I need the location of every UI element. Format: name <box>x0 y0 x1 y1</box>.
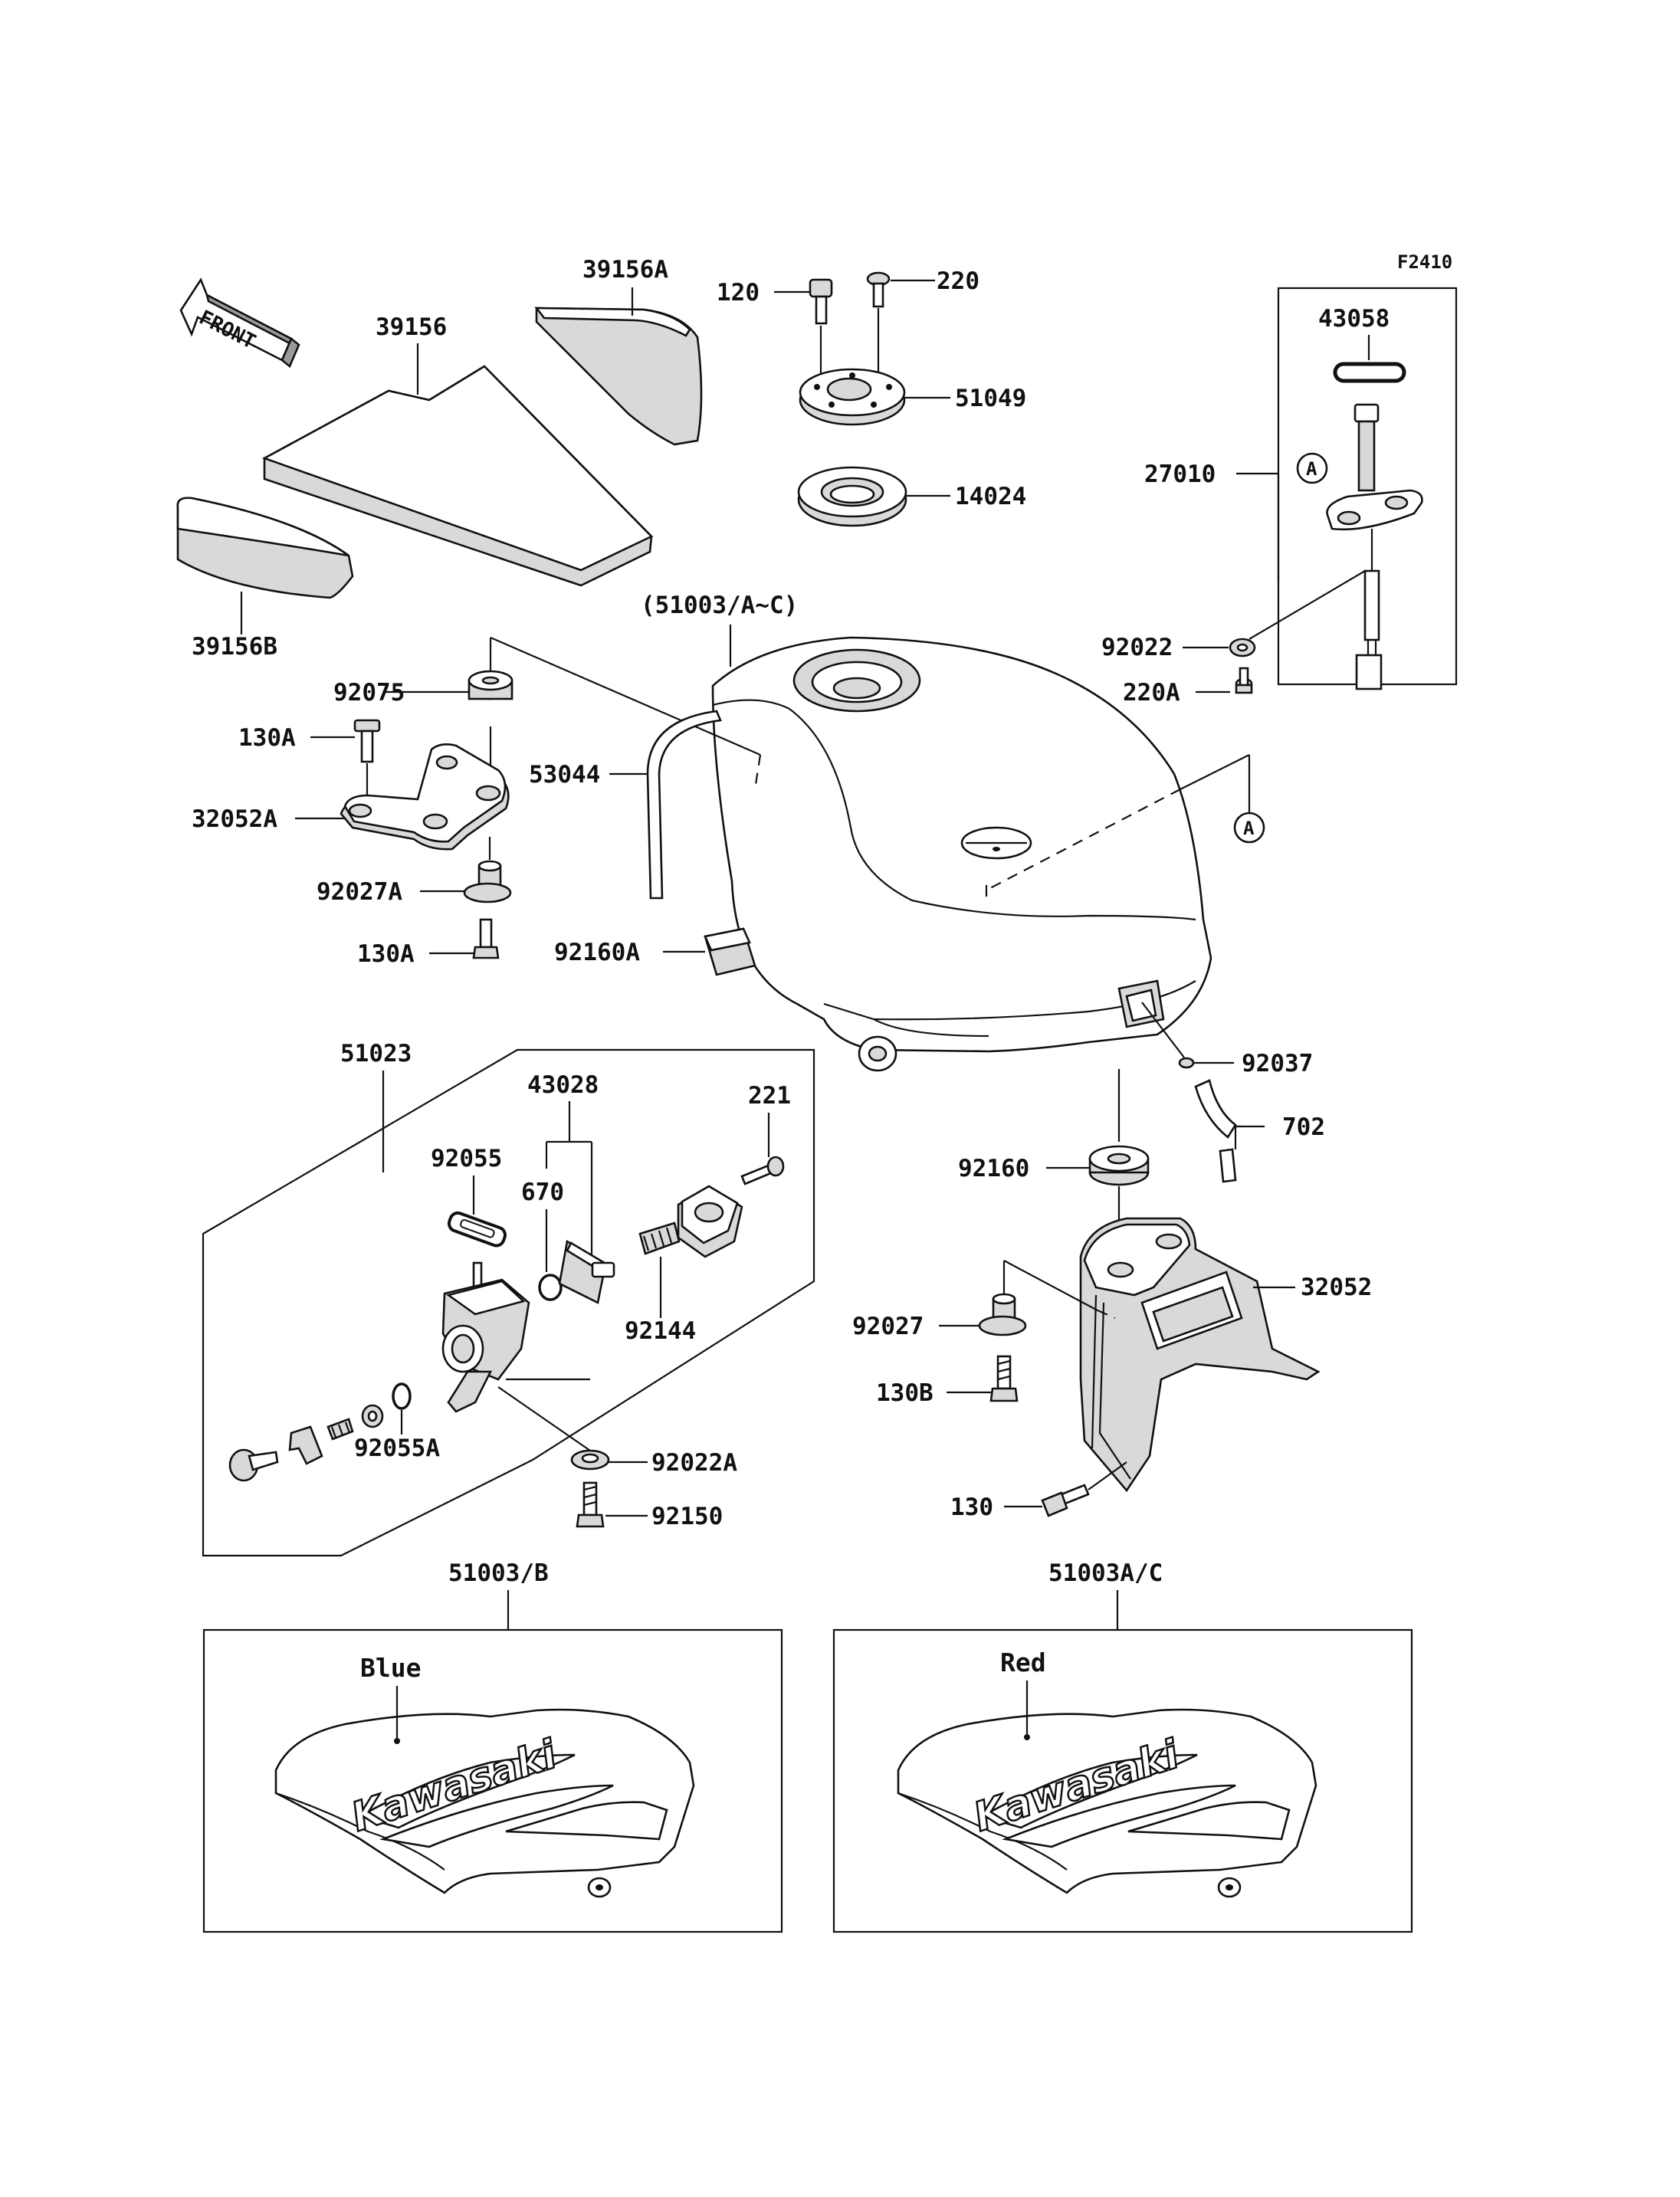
bracket-32052 <box>1079 1217 1321 1493</box>
decal-frame-left <box>202 1628 783 1933</box>
label-39156: 39156 <box>376 313 447 341</box>
gasket-43058 <box>1333 362 1406 383</box>
label-53044: 53044 <box>529 761 600 789</box>
label-221: 221 <box>748 1082 791 1110</box>
label-92022A: 92022A <box>651 1449 737 1477</box>
decal-left-color: Blue <box>360 1653 421 1683</box>
label-702: 702 <box>1282 1113 1325 1141</box>
bolt-130B <box>989 1355 1019 1402</box>
diaphragm-43028 <box>558 1239 615 1304</box>
label-92027: 92027 <box>852 1313 924 1340</box>
pad-39156B <box>176 497 354 599</box>
label-51003AC: 51003A/C <box>1048 1559 1163 1587</box>
gasket-92055 <box>447 1211 507 1248</box>
callout-a-tank-label: A <box>1243 818 1255 839</box>
o-ring-92055A <box>392 1382 412 1410</box>
pad-39156A <box>534 307 703 446</box>
label-92150: 92150 <box>651 1503 723 1530</box>
front-arrow-icon: FRONT <box>179 277 300 369</box>
label-92055: 92055 <box>431 1145 502 1172</box>
label-51049: 51049 <box>955 385 1026 412</box>
label-39156B: 39156B <box>192 633 277 661</box>
label-120: 120 <box>717 279 760 307</box>
lever-knob <box>228 1448 279 1482</box>
screw-220 <box>866 271 891 308</box>
grommet-92022 <box>1229 638 1256 657</box>
pad-39156 <box>261 365 654 587</box>
label-43058: 43058 <box>1318 305 1390 333</box>
figure-code: F2410 <box>1397 251 1452 273</box>
detent-spring <box>326 1418 354 1441</box>
bolt-130A-bottom <box>472 918 500 959</box>
fuel-cap-51049 <box>799 368 906 426</box>
callout-a-tank-icon: A <box>1233 812 1265 844</box>
label-130B: 130B <box>876 1379 934 1407</box>
label-220: 220 <box>937 267 979 295</box>
bolt-92150 <box>576 1481 605 1528</box>
callout-a-label: A <box>1306 458 1317 480</box>
grommet-92075 <box>468 670 514 700</box>
fuel-cock-frame <box>202 1048 815 1557</box>
label-130: 130 <box>950 1494 993 1521</box>
label-43028: 43028 <box>527 1071 599 1099</box>
bracket-32052A <box>340 743 510 851</box>
callout-a-icon: A <box>1296 452 1328 484</box>
bolt-130 <box>1041 1484 1090 1517</box>
label-51003B: 51003/B <box>448 1559 549 1587</box>
washer-small <box>361 1404 384 1428</box>
fuel-sender-27010 <box>1326 403 1423 690</box>
hose-53044 <box>646 710 722 900</box>
label-670: 670 <box>521 1179 564 1206</box>
hose-702 <box>1194 1079 1237 1183</box>
o-ring-670 <box>538 1274 563 1301</box>
label-39156A: 39156A <box>582 256 668 284</box>
clip-92037 <box>1178 1057 1195 1069</box>
label-92027A: 92027A <box>317 878 402 906</box>
fuel-cock-body <box>441 1261 530 1413</box>
screw-220A <box>1235 667 1253 694</box>
label-32052: 32052 <box>1301 1274 1372 1301</box>
label-92144: 92144 <box>625 1317 696 1345</box>
label-92075: 92075 <box>333 679 405 707</box>
detent-plate <box>288 1425 323 1465</box>
label-92160: 92160 <box>958 1155 1029 1182</box>
bolt-130A-top <box>353 719 381 763</box>
screw-221 <box>740 1156 785 1185</box>
label-92022: 92022 <box>1101 634 1173 661</box>
ring-14024 <box>797 466 907 527</box>
label-92055A: 92055A <box>354 1435 440 1462</box>
label-51003-paren: (51003/A~C) <box>641 592 798 619</box>
cover-43028 <box>677 1185 743 1258</box>
collar-92027A <box>463 860 512 903</box>
grommet-92160 <box>1088 1145 1150 1186</box>
label-32052A: 32052A <box>192 805 277 833</box>
spring-92144 <box>638 1221 681 1255</box>
label-130A-bottom: 130A <box>357 940 415 968</box>
fuel-tank-51003 <box>711 636 1212 1072</box>
label-14024: 14024 <box>955 483 1026 510</box>
label-92037: 92037 <box>1242 1050 1313 1077</box>
damper-92160A <box>704 927 756 976</box>
label-92160A: 92160A <box>554 939 640 966</box>
collar-92027 <box>978 1293 1027 1336</box>
decal-right-red: Kawasaki <box>897 1708 1317 1898</box>
label-220A: 220A <box>1123 679 1180 707</box>
washer-92022A <box>570 1449 610 1471</box>
decal-frame-right <box>832 1628 1413 1933</box>
decal-right-color: Red <box>1000 1648 1046 1677</box>
label-130A-top: 130A <box>238 724 296 752</box>
bolt-120 <box>809 278 833 325</box>
label-27010: 27010 <box>1144 461 1216 488</box>
decal-left-blue: Kawasaki <box>274 1708 695 1898</box>
label-51023: 51023 <box>340 1040 412 1067</box>
